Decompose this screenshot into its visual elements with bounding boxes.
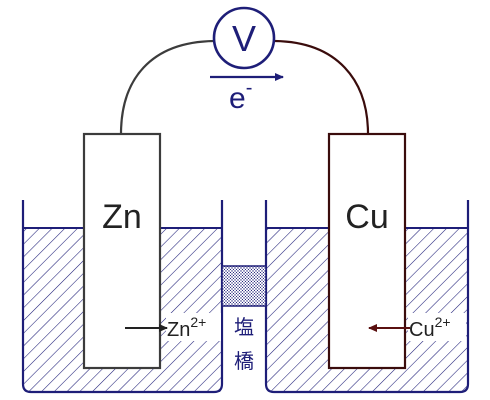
voltmeter-circle <box>212 6 276 70</box>
zn-label: Zn <box>102 198 142 236</box>
salt-bridge-label-2: 橋 <box>234 349 254 373</box>
zn-ion-label-bg <box>166 313 221 341</box>
voltmeter-symbol: V <box>232 18 256 59</box>
salt-bridge-plug <box>221 265 267 307</box>
wire-left <box>119 39 215 135</box>
cu-ion-label: Cu2+ <box>409 314 451 341</box>
cu-label: Cu <box>345 198 388 236</box>
electron-label: e- <box>229 77 252 115</box>
zn-electrode <box>82 132 162 370</box>
salt-bridge-label-1: 塩 <box>234 315 254 339</box>
cu-electrode <box>327 132 407 370</box>
zn-ion-label: Zn2+ <box>167 314 206 341</box>
left-beaker <box>21 200 224 394</box>
cu-ion-label-bg <box>408 313 466 341</box>
right-beaker <box>264 200 470 394</box>
wire-right <box>274 39 370 135</box>
